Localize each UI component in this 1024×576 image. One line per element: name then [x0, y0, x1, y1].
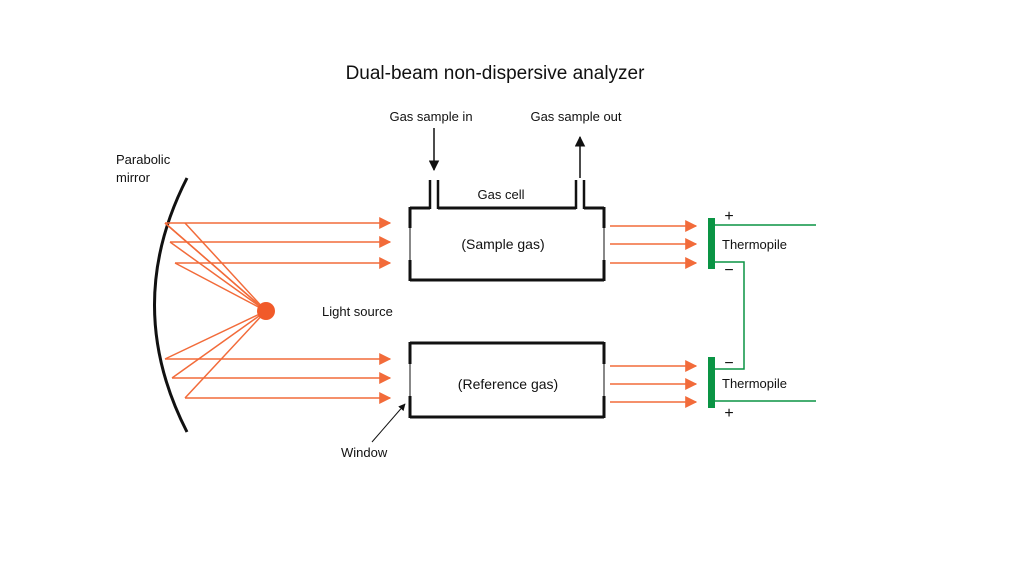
- reference-gas-cell: [408, 341, 606, 419]
- sample-gas-label: (Sample gas): [461, 236, 544, 252]
- ray-cross-upper-b: [184, 222, 267, 312]
- parabolic-mirror: [153, 177, 189, 433]
- gas-cell-label: Gas cell: [478, 187, 525, 202]
- light-beams: [164, 217, 698, 408]
- reference-gas-label: (Reference gas): [458, 376, 558, 392]
- ray-source-upper-2: [169, 241, 267, 312]
- thermopile-bottom: [708, 357, 816, 408]
- thermopile-top-label: Thermopile: [722, 237, 787, 252]
- diagram-title: Dual-beam non-dispersive analyzer: [346, 63, 646, 84]
- thermopile-top: [708, 218, 816, 269]
- window-pointer-arrow: [371, 403, 406, 443]
- minus-sign-bottom: −: [724, 355, 733, 372]
- light-source-icon: [257, 302, 275, 320]
- ray-source-upper-3: [174, 262, 267, 312]
- ray-source-lower-1: [164, 310, 267, 360]
- sample-gas-cell: [408, 180, 606, 282]
- gas-out-label: Gas sample out: [530, 109, 621, 124]
- thermopile-connection-wire: [715, 261, 745, 370]
- mirror-label-line2: mirror: [116, 170, 151, 185]
- mirror-label-line1: Parabolic: [116, 152, 171, 167]
- plus-sign-bottom: +: [724, 405, 733, 422]
- window-label: Window: [341, 445, 388, 460]
- gas-in-label: Gas sample in: [389, 109, 472, 124]
- plus-sign-top: +: [724, 208, 733, 225]
- minus-sign-top: −: [724, 262, 733, 279]
- ray-cross-upper-a: [164, 222, 267, 312]
- ray-source-lower-2: [171, 310, 267, 379]
- ray-source-lower-3: [184, 310, 267, 399]
- light-source-label: Light source: [322, 304, 393, 319]
- thermopile-bottom-label: Thermopile: [722, 376, 787, 391]
